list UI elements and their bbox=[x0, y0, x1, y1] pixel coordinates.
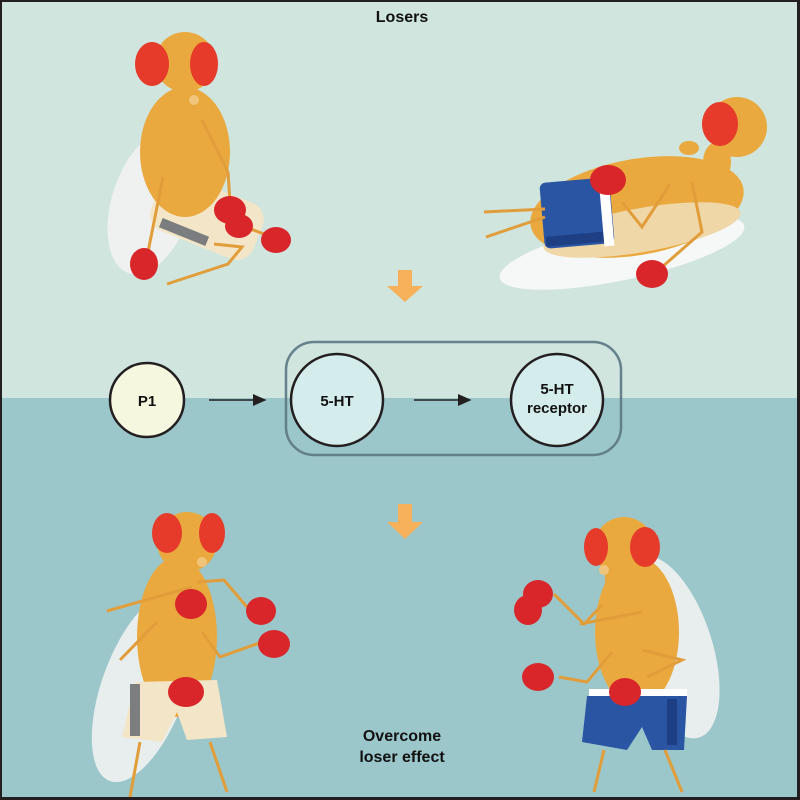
serotonin-group-box bbox=[284, 340, 623, 457]
loser-fly-sitting bbox=[107, 32, 291, 286]
fighter-fly-left bbox=[91, 512, 290, 797]
boxing-gloves bbox=[130, 196, 291, 280]
fighter-fly-right bbox=[514, 517, 720, 793]
eye-right bbox=[190, 42, 218, 86]
overcome-loser-effect-title: Overcome loser effect bbox=[302, 726, 502, 768]
boxing-gloves bbox=[590, 165, 668, 288]
loser-fly-lying bbox=[483, 97, 767, 290]
losers-title: Losers bbox=[375, 9, 429, 26]
eye-right bbox=[199, 513, 225, 553]
thorax bbox=[595, 557, 679, 707]
node-receptor-label-line1: 5-HT bbox=[540, 381, 573, 398]
eye-right bbox=[630, 527, 660, 567]
bottom-title-line1: Overcome bbox=[362, 728, 442, 745]
eye-left bbox=[584, 528, 608, 566]
node-5ht: 5-HT bbox=[289, 352, 385, 448]
shorts-stripe bbox=[130, 684, 140, 736]
blue-shorts bbox=[582, 696, 687, 750]
node-p1: P1 bbox=[108, 361, 186, 439]
node-5ht-receptor: 5-HT receptor bbox=[509, 352, 605, 448]
eye-left bbox=[152, 513, 182, 553]
node-receptor-label-line2: receptor bbox=[527, 400, 587, 417]
shorts-stripe bbox=[158, 217, 210, 247]
down-arrow-bottom bbox=[387, 504, 423, 539]
eye-left bbox=[135, 42, 169, 86]
bottom-title-line2: loser effect bbox=[359, 749, 445, 766]
down-arrow-top bbox=[387, 270, 423, 302]
eye bbox=[702, 102, 738, 146]
node-p1-label: P1 bbox=[138, 393, 156, 410]
node-5ht-label: 5-HT bbox=[320, 393, 353, 410]
boxing-gloves bbox=[168, 589, 290, 707]
boxing-gloves bbox=[514, 580, 641, 706]
blue-shorts bbox=[539, 177, 615, 249]
